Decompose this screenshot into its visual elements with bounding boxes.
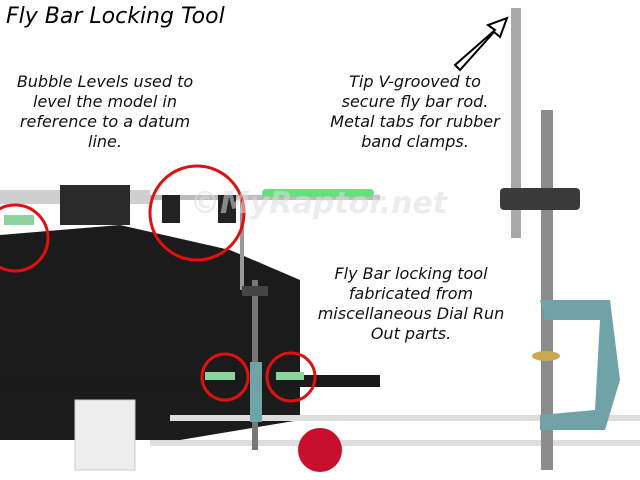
pointer-arrow-icon [453, 16, 509, 72]
tool-c-clamp [540, 300, 620, 430]
tip-annotation: Tip V-grooved to secure fly bar rod. Met… [330, 72, 500, 151]
locking-tool-clamp [250, 362, 262, 422]
highlight-circle-bubble-level-3 [265, 351, 317, 403]
tail-boom [0, 375, 380, 387]
highlight-circle-bubble-level-1 [0, 203, 50, 273]
highlight-circle-flybar-lock [148, 164, 246, 262]
highlight-circle-bubble-level-2 [200, 352, 250, 402]
flybar-rod [150, 195, 380, 200]
page-title: Fly Bar Locking Tool [6, 4, 225, 29]
flybar-paddle [262, 189, 374, 197]
bubble-levels-annotation: Bubble Levels used to level the model in… [16, 72, 194, 151]
tool-tip-rod [511, 8, 521, 238]
watermark: ©MyRaptor.net [190, 186, 448, 221]
locking-tool-annotation: Fly Bar locking tool fabricated from mis… [317, 264, 505, 343]
